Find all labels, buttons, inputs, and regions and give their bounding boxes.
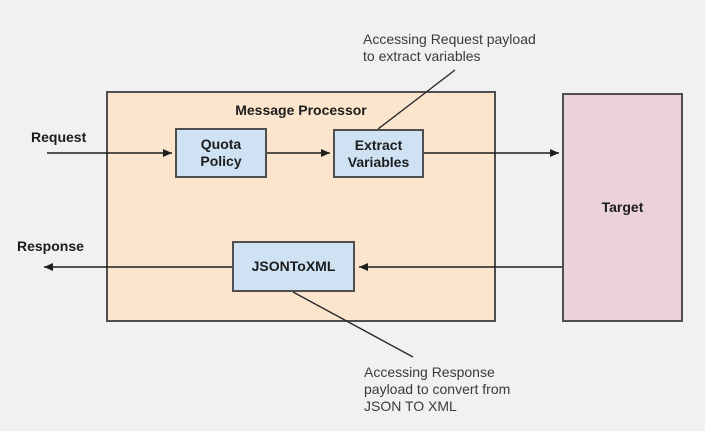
request-payload-note-line2: to extract variables [363,48,481,64]
extract-variables-label: Extract Variables [347,136,410,170]
response-note-leader-line [292,291,414,358]
response-label: Response [17,238,84,254]
node-extract-variables: Extract Variables [333,129,424,178]
request-label: Request [31,129,87,145]
node-jsontoxml: JSONToXML [232,241,355,292]
response-payload-note-line2: payload to convert from [364,381,511,397]
message-processor-title: Message Processor [235,102,367,118]
node-quota-policy: Quota Policy [175,128,267,178]
request-note-leader-line [377,69,456,130]
node-target: Target [562,93,683,322]
jsontoxml-label: JSONToXML [251,258,336,274]
request-payload-note-line1: Accessing Request payload [363,31,536,47]
response-payload-note-line3: JSON TO XML [364,398,457,414]
request-payload-note: Accessing Request payload to extract var… [363,31,536,65]
response-payload-note: Accessing Response payload to convert fr… [364,364,510,415]
response-payload-note-line1: Accessing Response [364,364,495,380]
quota-policy-label: Quota Policy [200,136,242,169]
target-label: Target [601,199,644,215]
